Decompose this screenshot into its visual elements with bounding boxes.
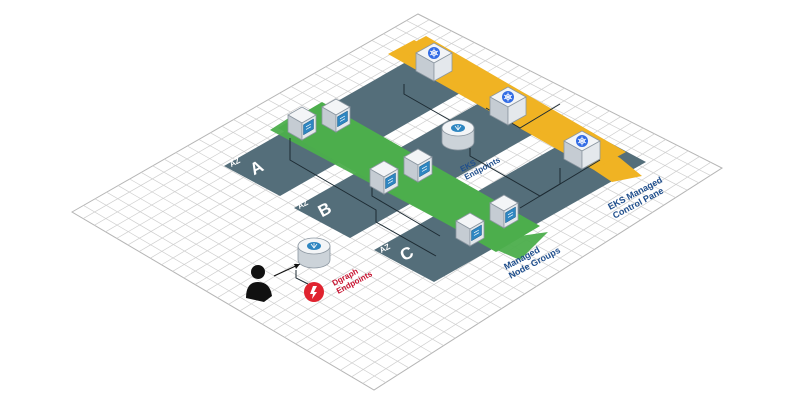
grid-line	[83, 205, 386, 383]
grid-line	[117, 185, 421, 361]
svg-text:AZ: AZ	[296, 198, 310, 211]
grid-line	[340, 150, 689, 371]
grid-line	[106, 191, 409, 369]
alert-icon	[304, 282, 324, 302]
grid-line	[83, 19, 430, 219]
grid-line	[129, 178, 433, 354]
arrowhead-icon	[294, 264, 300, 269]
grid-line	[94, 198, 398, 376]
grid-line	[141, 172, 444, 346]
svg-text:AZ: AZ	[228, 156, 242, 169]
grid-line	[329, 144, 678, 364]
eks-endpoint[interactable]	[441, 119, 475, 151]
grid-line	[94, 25, 441, 226]
grid-line	[406, 20, 711, 176]
svg-text:AZ: AZ	[378, 242, 392, 255]
grid-line	[362, 162, 711, 384]
grid-line	[351, 156, 700, 378]
dgraph-endpoint[interactable]	[297, 237, 331, 269]
user-icon	[246, 265, 272, 302]
grid-line	[175, 152, 479, 324]
